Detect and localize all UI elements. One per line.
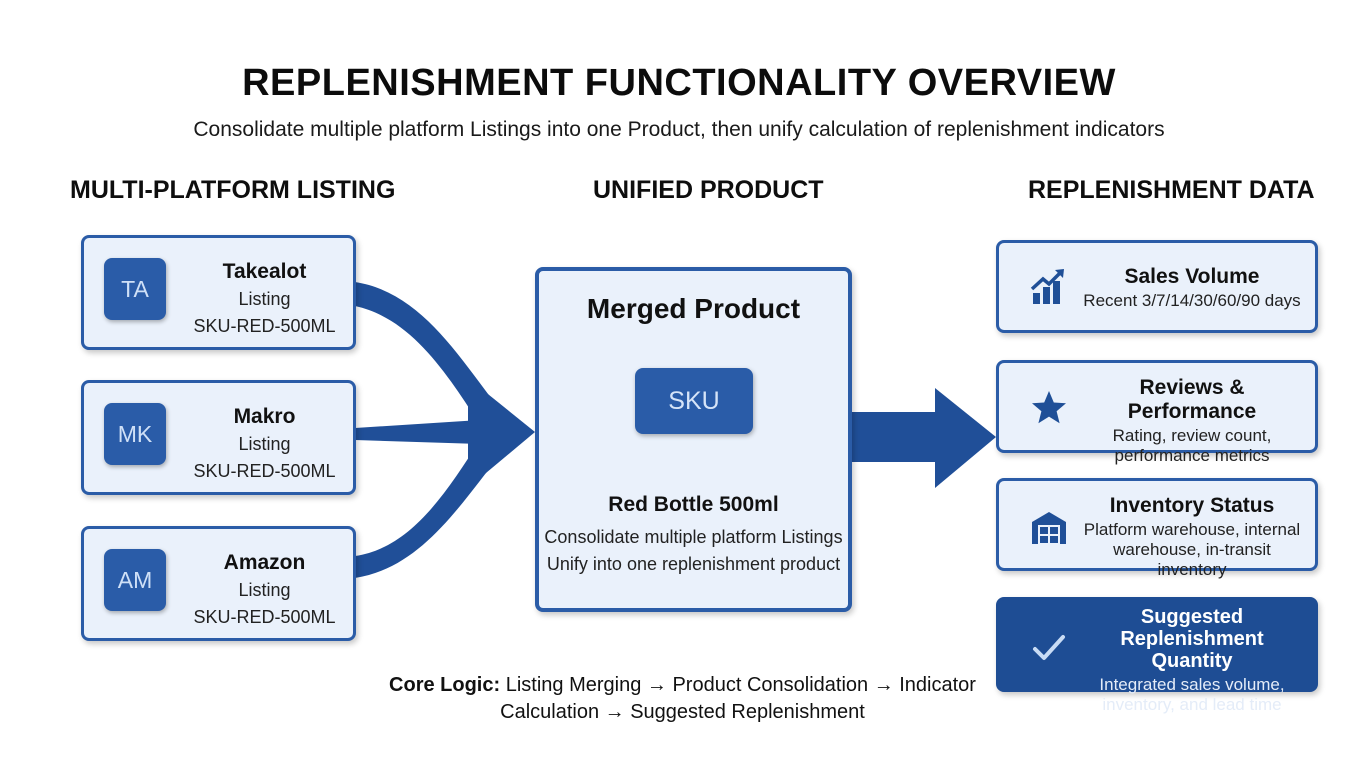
suggested-desc-line2: inventory, and lead time bbox=[1102, 695, 1282, 714]
amazon-badge: AM bbox=[104, 549, 166, 611]
listing-name: Takealot bbox=[222, 260, 307, 283]
star-icon bbox=[1032, 391, 1066, 424]
takealot-badge: TA bbox=[104, 258, 166, 320]
core-logic-label: Core Logic: bbox=[389, 674, 501, 696]
makro-badge: MK bbox=[104, 403, 166, 465]
suggested-replenishment-card[interactable]: Suggested Replenishment Quantity Integra… bbox=[996, 597, 1318, 714]
inventory-desc-line2: warehouse, in-transit inventory bbox=[1113, 540, 1271, 579]
product-desc-line1: Consolidate multiple platform Listings bbox=[544, 527, 843, 547]
listing-card-amazon[interactable]: AM Amazon Listing SKU-RED-500ML bbox=[81, 526, 356, 641]
merged-product-card[interactable]: Merged Product SKU Red Bottle 500ml Cons… bbox=[535, 267, 852, 612]
page-subtitle: Consolidate multiple platform Listings i… bbox=[193, 118, 1165, 141]
flow-arrow-makro bbox=[355, 420, 480, 444]
sales-volume-card[interactable]: Sales Volume Recent 3/7/14/30/60/90 days bbox=[996, 240, 1318, 333]
listing-name: Makro bbox=[233, 405, 296, 428]
checkmark-icon bbox=[1033, 635, 1065, 660]
reviews-desc-line2: performance metrics bbox=[1114, 446, 1270, 465]
column-header-product: UNIFIED PRODUCT bbox=[593, 176, 824, 204]
listing-card-makro[interactable]: MK Makro Listing SKU-RED-500ML bbox=[81, 380, 356, 495]
warehouse-icon bbox=[1032, 512, 1066, 544]
flow-arrow-amazon bbox=[355, 440, 500, 578]
listing-sku: SKU-RED-500ML bbox=[193, 316, 336, 336]
core-logic-line2: Calculation → Suggested Replenishment bbox=[500, 701, 865, 723]
reviews-performance-card[interactable]: Reviews & Performance Rating, review cou… bbox=[996, 360, 1318, 465]
bar-chart-icon bbox=[1030, 269, 1064, 304]
merged-product-title: Merged Product bbox=[586, 293, 801, 324]
output-arrow bbox=[852, 388, 996, 488]
listing-name: Amazon bbox=[223, 551, 306, 574]
inventory-title: Inventory Status bbox=[1109, 494, 1275, 517]
core-logic-line1: Listing Merging → Product Consolidation … bbox=[505, 674, 976, 696]
product-name: Red Bottle 500ml bbox=[608, 493, 779, 516]
page-title: REPLENISHMENT FUNCTIONALITY OVERVIEW bbox=[242, 62, 1116, 104]
listing-type: Listing bbox=[238, 434, 291, 454]
merge-arrowhead bbox=[468, 378, 535, 488]
sales-volume-desc: Recent 3/7/14/30/60/90 days bbox=[1083, 291, 1301, 310]
flow-arrow-takealot bbox=[355, 282, 500, 425]
listing-card-takealot[interactable]: TA Takealot Listing SKU-RED-500ML bbox=[81, 235, 356, 350]
listing-sku: SKU-RED-500ML bbox=[193, 607, 336, 627]
listing-type: Listing bbox=[238, 580, 291, 600]
reviews-title: Reviews & Performance bbox=[1127, 376, 1257, 423]
product-desc-line2: Unify into one replenishment product bbox=[546, 554, 841, 574]
suggested-desc-line1: Integrated sales volume, bbox=[1099, 675, 1285, 694]
reviews-desc-line1: Rating, review count, bbox=[1112, 426, 1272, 445]
listing-type: Listing bbox=[238, 289, 291, 309]
column-header-listing: MULTI-PLATFORM LISTING bbox=[70, 176, 396, 204]
suggested-title-line2: Quantity bbox=[1151, 650, 1233, 672]
sales-volume-title: Sales Volume bbox=[1124, 265, 1260, 288]
inventory-status-card[interactable]: Inventory Status Platform warehouse, int… bbox=[996, 478, 1318, 579]
suggested-title-line1: Suggested Replenishment bbox=[1120, 606, 1264, 650]
inventory-desc-line1: Platform warehouse, internal bbox=[1083, 520, 1301, 539]
sku-badge: SKU bbox=[635, 368, 753, 434]
listing-sku: SKU-RED-500ML bbox=[193, 461, 336, 481]
column-header-data: REPLENISHMENT DATA bbox=[1028, 176, 1315, 204]
core-logic: Core Logic: Listing Merging → Product Co… bbox=[370, 672, 995, 726]
